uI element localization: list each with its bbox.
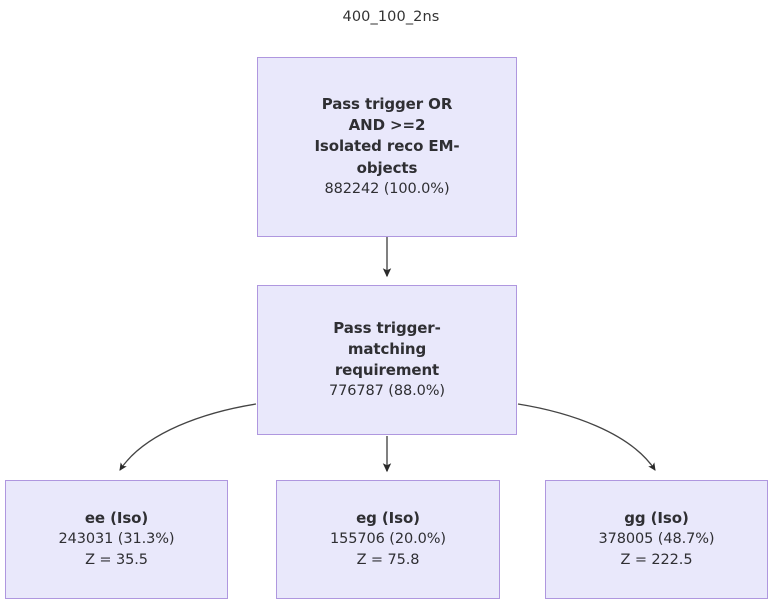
node-match-title-line-3: requirement [334,361,440,380]
node-root-title-line-2: AND >=2 [348,116,426,135]
node-gg-significance: Z = 222.5 [620,552,693,569]
node-gg-title: gg (Iso) [624,508,689,527]
node-eg-title: eg (Iso) [356,508,420,527]
node-gg-iso[interactable]: gg (Iso) 378005 (48.7%) Z = 222.5 [545,480,768,599]
node-root-title-line-3: Isolated reco EM- [314,137,460,156]
node-match-value: 776787 (88.0%) [329,383,445,400]
node-root-title: Pass trigger OR AND >=2 Isolated reco EM… [314,94,459,179]
node-match-title-line-2: matching [347,339,427,358]
edge-match-to-gg [517,403,656,471]
node-gg-value: 378005 (48.7%) [598,531,715,548]
node-ee-iso[interactable]: ee (Iso) 243031 (31.3%) Z = 35.5 [5,480,228,599]
node-match-title: Pass trigger- matching requirement [333,318,441,382]
node-ee-title: ee (Iso) [84,508,149,527]
node-eg-significance: Z = 75.8 [356,552,420,569]
node-root-title-line-4: objects [356,158,418,177]
node-eg-value: 155706 (20.0%) [330,531,446,548]
page-title: 400_100_2ns [342,9,440,25]
node-match-title-line-1: Pass trigger- [333,318,441,337]
node-root-value: 882242 (100.0%) [324,181,450,198]
node-root-title-line-1: Pass trigger OR [321,94,453,113]
node-pass-trigger-or[interactable]: Pass trigger OR AND >=2 Isolated reco EM… [257,57,517,237]
node-ee-value: 243031 (31.3%) [58,531,175,548]
node-pass-trigger-matching[interactable]: Pass trigger- matching requirement 77678… [257,285,517,435]
edge-match-to-ee [119,403,257,471]
node-eg-iso[interactable]: eg (Iso) 155706 (20.0%) Z = 75.8 [276,480,500,599]
node-ee-significance: Z = 35.5 [85,552,148,569]
